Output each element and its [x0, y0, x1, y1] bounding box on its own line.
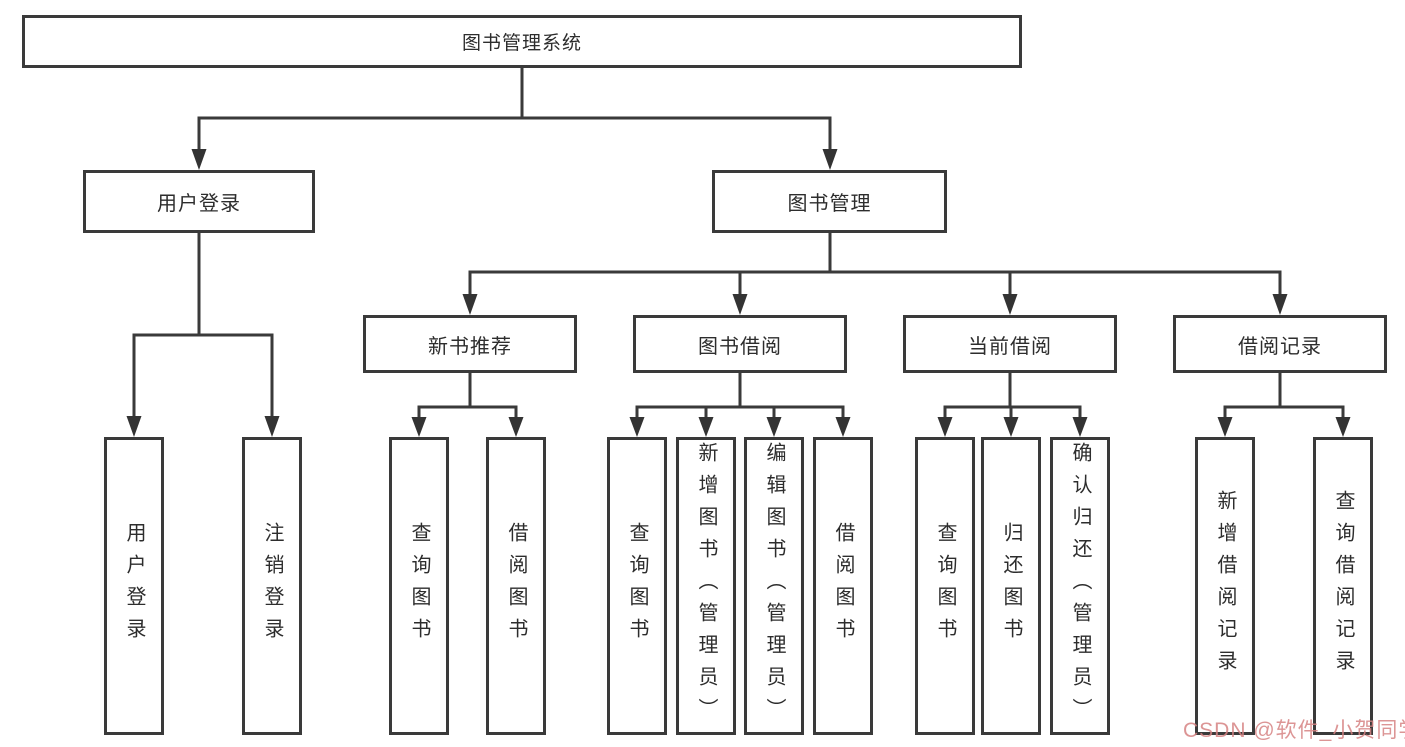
- leaf-borrow-books: 借阅图书: [813, 437, 873, 735]
- arrow-down-icon: [1003, 417, 1019, 437]
- arrow-down-icon: [462, 294, 478, 315]
- node-user-login: 用户登录: [83, 170, 315, 233]
- node-label: 查询借阅记录: [1332, 490, 1354, 682]
- node-label: 编辑图书（管理员）: [763, 442, 785, 730]
- arrow-down-icon: [191, 149, 207, 170]
- arrow-down-icon: [698, 417, 714, 437]
- node-label: 用户登录: [157, 193, 241, 215]
- connector-root-to-level1: [191, 67, 838, 170]
- arrow-down-icon: [822, 149, 838, 170]
- node-current-borrow: 当前借阅: [903, 315, 1117, 373]
- leaf-query-books-borrow: 查询图书: [607, 437, 667, 735]
- node-label: 图书借阅: [698, 335, 782, 358]
- leaf-add-books-admin: 新增图书（管理员）: [676, 437, 736, 735]
- node-label: 新增图书（管理员）: [695, 442, 717, 730]
- node-label: 归还图书: [1000, 522, 1022, 650]
- leaf-confirm-return-admin: 确认归还（管理员）: [1050, 437, 1110, 735]
- connector-new-book-recommend-to-leaves: [411, 372, 524, 437]
- leaf-borrow-books-recommend: 借阅图书: [486, 437, 546, 735]
- leaf-edit-books-admin: 编辑图书（管理员）: [744, 437, 804, 735]
- arrow-down-icon: [1335, 417, 1351, 437]
- node-label: 查询图书: [408, 522, 430, 650]
- node-label: 借阅记录: [1238, 335, 1322, 358]
- leaf-add-borrow-record: 新增借阅记录: [1195, 437, 1255, 735]
- node-book-borrow: 图书借阅: [633, 315, 847, 373]
- arrow-down-icon: [766, 417, 782, 437]
- connector-user-login-to-leaves: [126, 233, 280, 437]
- leaf-logout: 注销登录: [242, 437, 302, 735]
- arrow-down-icon: [629, 417, 645, 437]
- node-label: 查询图书: [934, 522, 956, 650]
- arrow-down-icon: [1272, 294, 1288, 315]
- node-label: 用户登录: [123, 522, 145, 650]
- node-new-book-recommend: 新书推荐: [363, 315, 577, 373]
- leaf-return-books: 归还图书: [981, 437, 1041, 735]
- node-label: 新书推荐: [428, 335, 512, 358]
- leaf-user-login: 用户登录: [104, 437, 164, 735]
- node-label: 图书管理系统: [461, 33, 582, 54]
- arrow-down-icon: [1002, 294, 1018, 315]
- node-borrow-records: 借阅记录: [1173, 315, 1387, 373]
- connector-borrow-records-to-leaves: [1217, 372, 1351, 437]
- arrow-down-icon: [1217, 417, 1233, 437]
- connector-current-borrow-to-leaves: [937, 372, 1088, 437]
- node-label: 借阅图书: [505, 522, 527, 650]
- node-label: 图书管理: [787, 193, 872, 215]
- arrow-down-icon: [264, 416, 280, 437]
- node-label: 当前借阅: [968, 335, 1052, 358]
- csdn-watermark: CSDN @软件_小贺同学: [1183, 719, 1405, 742]
- arrow-down-icon: [937, 417, 953, 437]
- leaf-query-books-current: 查询图书: [915, 437, 975, 735]
- node-library-management-system: 图书管理系统: [22, 15, 1022, 68]
- arrow-down-icon: [411, 417, 427, 437]
- node-book-management: 图书管理: [712, 170, 947, 233]
- connector-book-borrow-to-leaves: [629, 372, 851, 437]
- arrow-down-icon: [1072, 417, 1088, 437]
- node-label: 借阅图书: [832, 522, 854, 650]
- node-label: 查询图书: [626, 522, 648, 650]
- leaf-query-books-recommend: 查询图书: [389, 437, 449, 735]
- arrow-down-icon: [835, 417, 851, 437]
- connector-book-management-to-level2: [462, 233, 1288, 315]
- leaf-query-borrow-record: 查询借阅记录: [1313, 437, 1373, 735]
- node-label: 注销登录: [261, 522, 283, 650]
- arrow-down-icon: [732, 294, 748, 315]
- node-label: 新增借阅记录: [1214, 490, 1236, 682]
- arrow-down-icon: [126, 416, 142, 437]
- node-label: 确认归还（管理员）: [1069, 442, 1091, 730]
- arrow-down-icon: [508, 417, 524, 437]
